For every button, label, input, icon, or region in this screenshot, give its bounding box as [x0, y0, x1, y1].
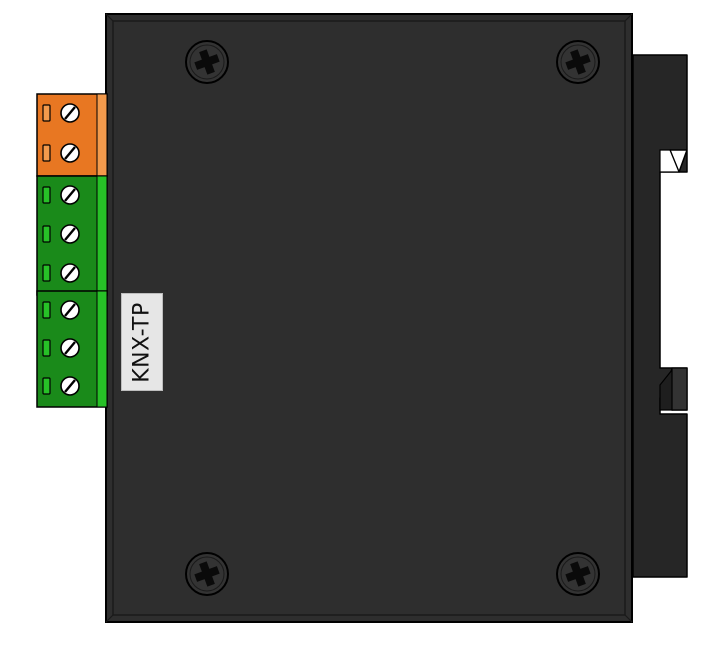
terminal-screw-icon[interactable]: [42, 224, 80, 244]
io-terminal-block-2: [36, 290, 108, 408]
terminal-screw-icon[interactable]: [42, 338, 80, 358]
cross-screw-icon: [185, 552, 229, 596]
terminal-screw-icon[interactable]: [42, 300, 80, 320]
terminal-screw-icon[interactable]: [42, 376, 80, 396]
din-rail-clip-icon: [632, 54, 688, 578]
cross-screw-icon: [185, 40, 229, 84]
terminal-screw-icon[interactable]: [42, 143, 80, 163]
device-label-plate: KNX-TP: [121, 293, 163, 391]
cross-screw-icon: [556, 40, 600, 84]
terminal-screw-icon[interactable]: [42, 263, 80, 283]
io-terminal-block-1: [36, 175, 108, 296]
power-terminal-block: [36, 93, 108, 177]
device-label: KNX-TP: [129, 301, 155, 383]
device-housing: [105, 13, 633, 623]
cross-screw-icon: [556, 552, 600, 596]
terminal-screw-icon[interactable]: [42, 185, 80, 205]
terminal-screw-icon[interactable]: [42, 103, 80, 123]
